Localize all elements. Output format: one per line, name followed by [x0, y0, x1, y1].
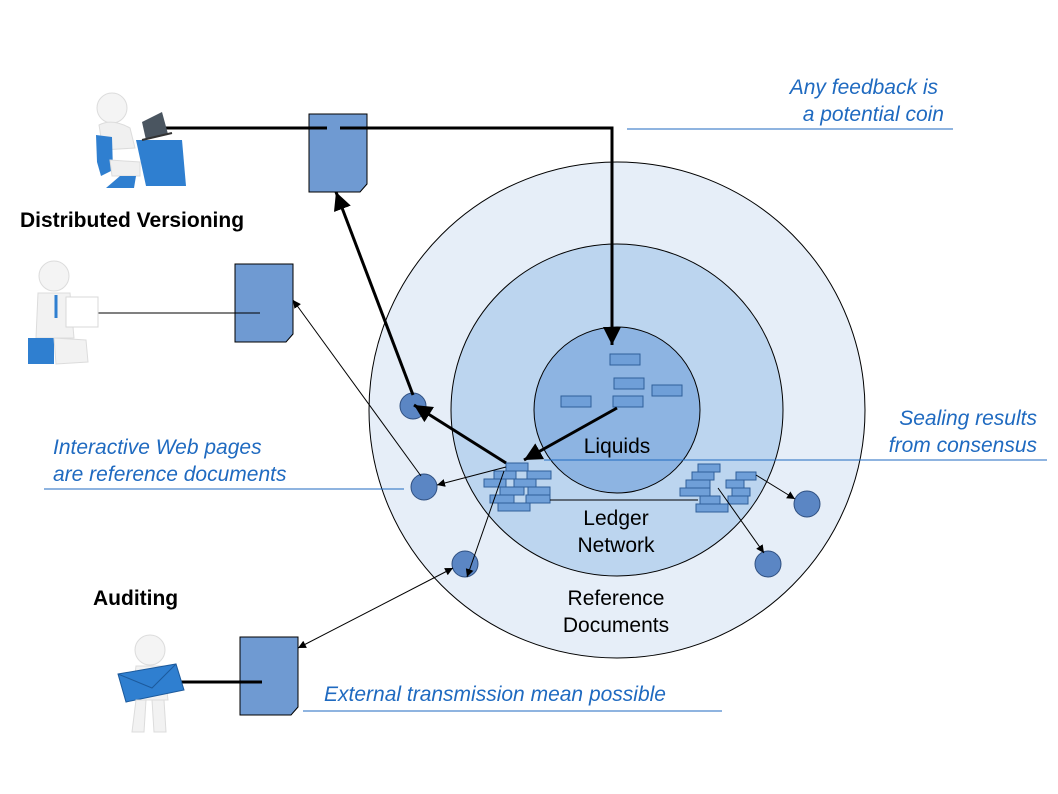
reference-node[interactable]	[451, 550, 479, 578]
ledger-blocks-right	[679, 463, 757, 513]
ledger-blocks-left	[483, 462, 552, 512]
liquid-block	[560, 395, 592, 408]
ledger-block	[505, 462, 529, 472]
ledger-block	[525, 494, 551, 504]
ledger-block	[697, 463, 721, 473]
ledger-block	[499, 486, 525, 496]
ledger-to-lower-right-node-arrow	[717, 487, 765, 554]
documents	[234, 113, 368, 716]
reference-node[interactable]	[793, 490, 821, 518]
sealing-note-line2: from consensus	[889, 434, 1038, 457]
ledger-block	[685, 479, 711, 489]
ledger-block	[735, 471, 757, 481]
distributed-versioning-label: Distributed Versioning	[20, 209, 244, 232]
ledger-to-right-node-arrow	[755, 474, 796, 500]
liquid-block	[651, 384, 683, 397]
liquids-ring	[533, 326, 701, 494]
sealing-note-line1: Sealing results	[899, 407, 1037, 430]
ledger-block	[497, 502, 531, 512]
external-note: External transmission mean possible	[324, 683, 666, 706]
liquid-blocks	[560, 353, 683, 408]
liquid-block	[613, 377, 645, 390]
ledger-block	[691, 471, 715, 481]
reference-documents-label-line1: Reference	[568, 587, 665, 610]
liquid-block	[609, 353, 641, 366]
ledger-block	[527, 486, 551, 496]
ledger-to-lower-node-arrow	[465, 470, 505, 578]
ledger-to-node-arrow	[413, 403, 507, 465]
audit-document[interactable]	[239, 636, 299, 716]
feedback-flow-arrow	[340, 126, 621, 345]
connectors	[98, 126, 796, 684]
person-reading-document-icon	[28, 260, 99, 365]
auditing-label: Auditing	[93, 587, 178, 610]
audit-exchange-arrow	[297, 567, 454, 649]
interactive-note-line1: Interactive Web pages	[53, 436, 262, 459]
reference-node[interactable]	[410, 473, 438, 501]
reference-document[interactable]	[234, 263, 294, 343]
ledger-block	[483, 478, 507, 488]
ledger-block	[725, 479, 745, 489]
note-underlines	[44, 128, 1047, 712]
reference-nodes	[399, 392, 821, 578]
ledger-block	[526, 470, 552, 480]
ledger-block	[513, 478, 537, 488]
node-to-versioning-arrow	[333, 191, 415, 396]
reference-node[interactable]	[754, 550, 782, 578]
person-at-laptop-icon	[96, 92, 186, 188]
reference-documents-label-line2: Documents	[563, 614, 669, 637]
interactive-note-line2: are reference documents	[53, 463, 287, 486]
ledger-block	[727, 495, 749, 505]
ledger-block	[699, 495, 721, 505]
liquid-block	[612, 395, 644, 408]
ledger-block	[695, 503, 729, 513]
ledger-to-node-thin-arrow	[436, 466, 507, 487]
feedback-note-line2: a potential coin	[803, 103, 944, 126]
ledger-network-label-line2: Network	[577, 534, 655, 557]
ledger-block	[731, 487, 751, 497]
node-to-reference-doc-arrow	[292, 299, 422, 477]
reference-node[interactable]	[399, 392, 427, 420]
versioning-document[interactable]	[308, 113, 368, 193]
person-holding-envelope-icon	[117, 634, 185, 733]
ledger-block	[493, 470, 517, 480]
liquids-label: Liquids	[584, 435, 651, 458]
ledger-network-label-line1: Ledger	[583, 507, 648, 530]
liquid-to-ledger-arrow	[523, 406, 618, 462]
feedback-note-line1: Any feedback is	[788, 76, 939, 99]
ledger-block	[679, 487, 711, 497]
